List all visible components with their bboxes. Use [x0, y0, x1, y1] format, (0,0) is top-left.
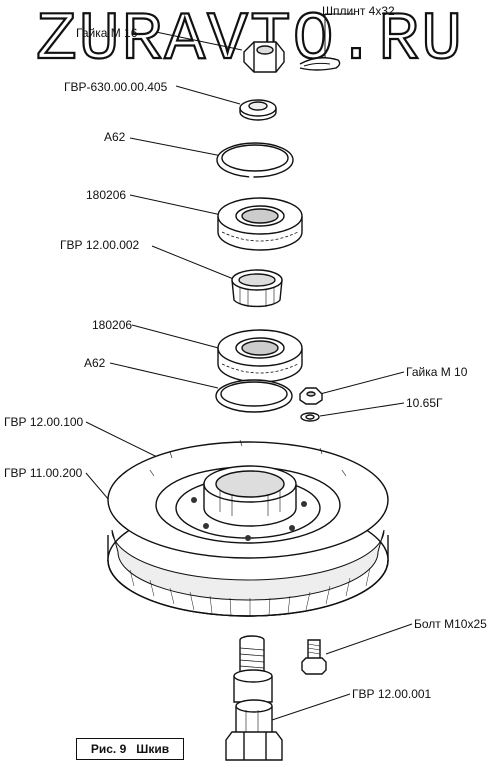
nut-m16: [243, 41, 285, 73]
nut-m10: [299, 387, 323, 405]
watermark: ZURAVTO.RU: [35, 1, 464, 70]
label-bearing-bottom: 180206: [92, 318, 133, 332]
label-nut-m10: Гайка М 10: [406, 365, 468, 379]
retaining-ring-a62-bottom: [215, 379, 293, 413]
label-pulley: ГВР 11.00.200: [4, 466, 83, 480]
leader-lines: [85, 13, 413, 721]
label-shaft: ГВР 12.00.001: [352, 687, 432, 701]
label-ring-a62-bottom: А62: [84, 356, 106, 370]
label-washer: ГВР-630.00.00.405: [64, 80, 168, 94]
cotter-pin: [299, 57, 341, 71]
bearing-top: [217, 197, 303, 251]
label-hub: ГВР 12.00.100: [4, 415, 84, 429]
label-spacer: ГВР 12.00.002: [60, 238, 140, 252]
label-bearing-top: 180206: [86, 188, 127, 202]
figure-title: Шкив: [136, 742, 170, 756]
retaining-ring-a62-top: [216, 142, 294, 179]
label-cotter-pin: Шплинт 4х32: [322, 4, 395, 18]
bearing-bottom: [217, 329, 303, 383]
spring-washer: [300, 412, 320, 422]
washer: [239, 99, 277, 121]
spacer: [231, 269, 283, 308]
label-nut-m16: Гайка М 16: [76, 26, 138, 40]
pulley: [107, 439, 389, 617]
shaft: [225, 635, 283, 761]
bolt-m10x25: [301, 639, 327, 675]
label-washer-small: 10.65Г: [406, 396, 443, 410]
figure-number: Рис. 9: [90, 742, 127, 756]
figure-caption: Рис. 9 Шкив: [76, 738, 184, 760]
label-ring-a62-top: А62: [104, 130, 126, 144]
label-bolt: Болт М10х25: [414, 617, 487, 631]
watermark-text: ZURAVTO.RU: [36, 2, 464, 70]
